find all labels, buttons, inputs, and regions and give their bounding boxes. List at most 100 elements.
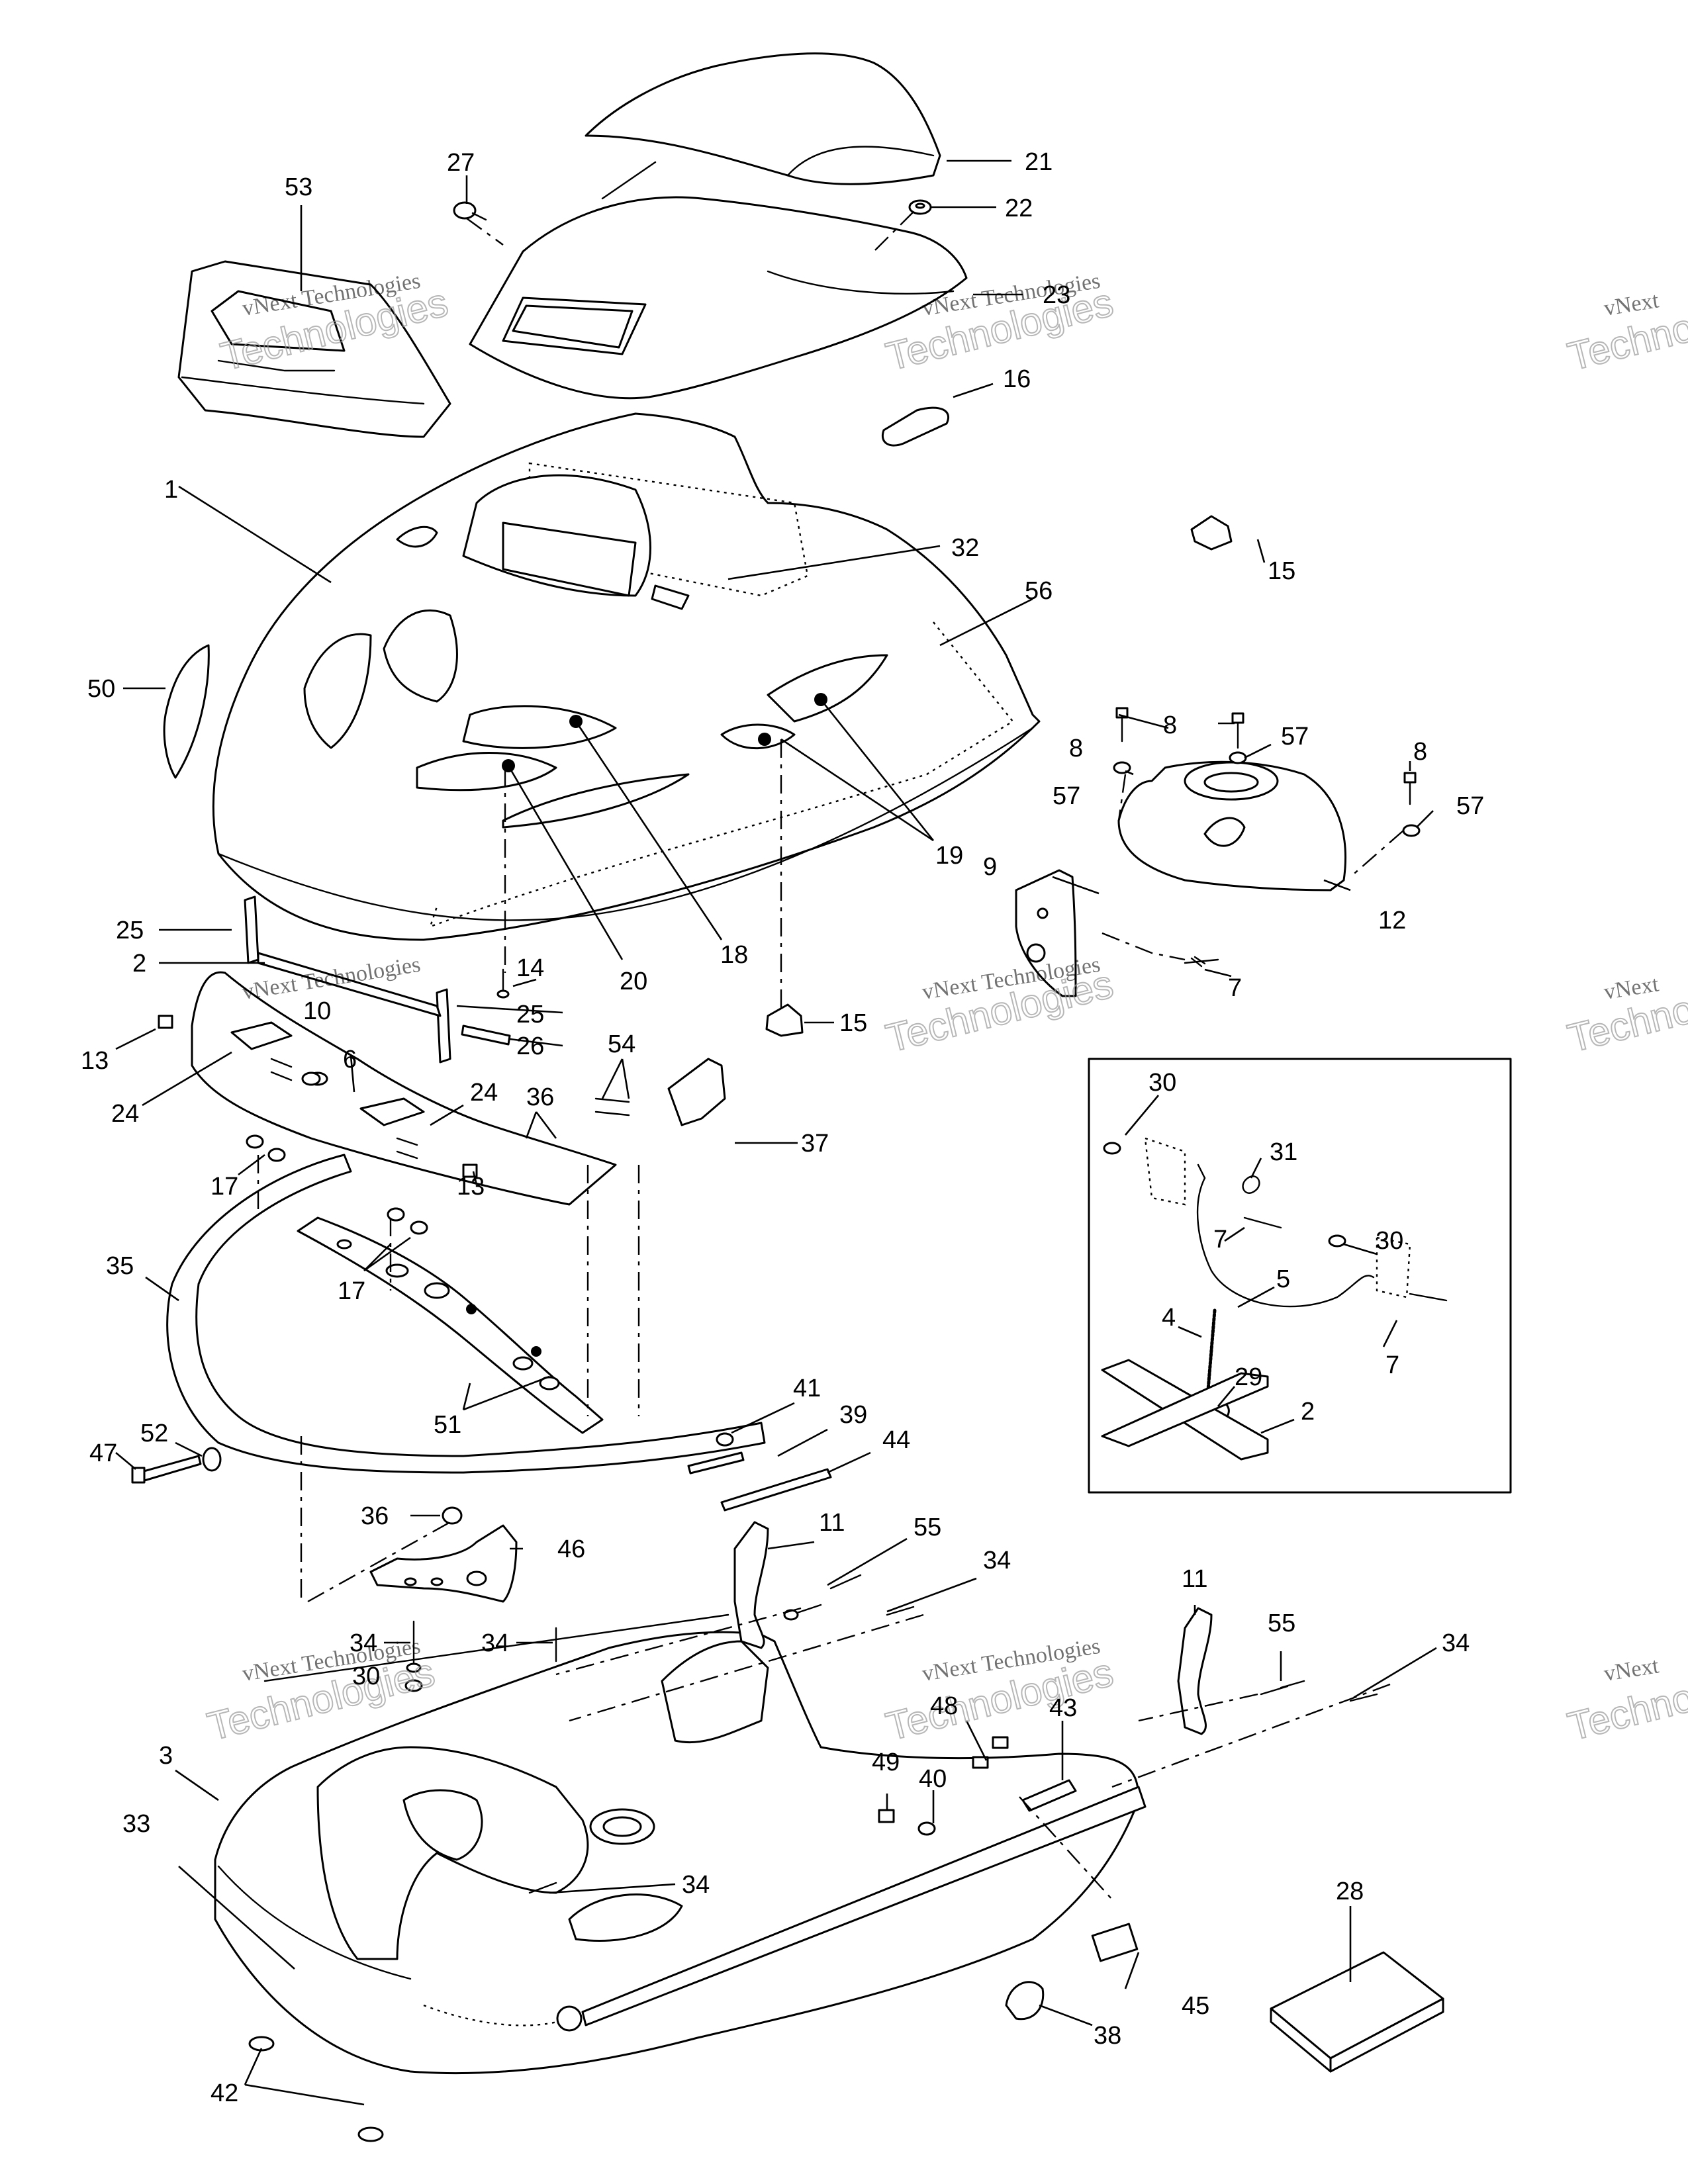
callout-49: 49: [872, 1749, 900, 1776]
callouts: 21 22 23 16 15 32 56 1 50 53 27 19 18 20…: [81, 148, 1484, 2107]
callout-13: 13: [81, 1047, 109, 1075]
callout-56: 56: [1025, 577, 1053, 605]
callout-54: 54: [608, 1030, 635, 1058]
callout-53: 53: [285, 173, 312, 201]
callout-52: 52: [140, 1420, 168, 1447]
callout-7: 7: [1385, 1351, 1399, 1379]
callout-34: 34: [1442, 1629, 1470, 1657]
part-51-reinforcement: [297, 1216, 604, 1434]
callout-3: 3: [159, 1742, 173, 1770]
part-49-bolt: [878, 1809, 895, 1823]
callout-48: 48: [930, 1692, 958, 1720]
centerlines: [257, 211, 1404, 1900]
callout-15: 15: [839, 1009, 867, 1037]
part-43-spacer: [1021, 1779, 1077, 1812]
callout-35: 35: [106, 1252, 134, 1280]
inset-box: [1088, 1058, 1512, 1494]
leader-lines: [115, 159, 1437, 2106]
part-38-plug: [1005, 1981, 1045, 2021]
callout-57: 57: [1053, 782, 1080, 810]
callout-29: 29: [1235, 1363, 1262, 1391]
callout-7: 7: [1213, 1226, 1227, 1253]
part-15-clip-upper: [1190, 515, 1233, 551]
callout-44: 44: [882, 1426, 910, 1454]
callout-25: 25: [516, 1001, 544, 1028]
part-35-bumper: [166, 1154, 766, 1474]
callout-41: 41: [793, 1375, 821, 1402]
part-45-label: [1091, 1923, 1139, 1962]
part-6-washer: [301, 1071, 321, 1086]
part-37-spacer: [667, 1058, 726, 1126]
part-54-screws: [594, 1097, 630, 1116]
part-25-brackets: [244, 895, 451, 1064]
callout-42: 42: [211, 2079, 238, 2107]
callout-47: 47: [89, 1439, 117, 1467]
callout-9: 9: [983, 853, 997, 881]
part-8-bolts: [1115, 707, 1417, 805]
part-21-seat-cover: [585, 52, 941, 185]
callout-27: 27: [447, 149, 475, 177]
part-47-bolt: [131, 1455, 202, 1484]
part-16-handle: [881, 406, 950, 447]
watermark-text: vNext: [1602, 1653, 1660, 1686]
callout-18: 18: [720, 941, 748, 969]
part-26-bolt: [461, 1024, 511, 1046]
callout-17: 17: [211, 1173, 238, 1201]
part-48-bolts: [972, 1736, 1009, 1769]
part-36-nut: [442, 1506, 463, 1525]
callout-21: 21: [1025, 148, 1053, 176]
callout-36: 36: [361, 1502, 389, 1530]
callout-25: 25: [116, 917, 144, 944]
callout-11: 11: [1182, 1565, 1207, 1593]
callout-8: 8: [1069, 735, 1083, 762]
part-28-manual: [1270, 1951, 1444, 2073]
callout-7: 7: [1228, 974, 1242, 1002]
callout-33: 33: [122, 1810, 150, 1838]
callout-57: 57: [1281, 723, 1309, 751]
callout-50: 50: [87, 675, 115, 703]
callout-55: 55: [914, 1514, 941, 1541]
callout-34: 34: [350, 1629, 377, 1657]
callout-6: 6: [343, 1046, 357, 1073]
part-42-grommets: [248, 2036, 384, 2142]
part-41-washer: [716, 1432, 734, 1447]
callout-19: 19: [935, 842, 963, 870]
part-34-rivets: [406, 1574, 1378, 1894]
callout-15: 15: [1268, 557, 1295, 585]
callout-14: 14: [516, 954, 544, 982]
part-7-rivet: [1184, 956, 1219, 968]
callout-2: 2: [132, 950, 146, 978]
callout-55: 55: [1268, 1610, 1295, 1637]
part-57-washers: [1113, 751, 1421, 837]
callout-46: 46: [557, 1535, 585, 1563]
callout-13: 13: [457, 1173, 485, 1201]
callout-30: 30: [1376, 1227, 1403, 1255]
callout-30: 30: [1149, 1069, 1176, 1097]
part-52-washer: [202, 1447, 222, 1472]
callout-5: 5: [1276, 1265, 1290, 1293]
part-1-hood: [212, 412, 1041, 941]
part-2-rod: [257, 952, 442, 1017]
part-27-push-pin: [453, 201, 487, 221]
callout-30: 30: [352, 1662, 380, 1690]
part-14-screw: [496, 968, 510, 999]
part-9-bracket: [1015, 869, 1077, 997]
callout-23: 23: [1043, 281, 1070, 309]
callout-2: 2: [1301, 1398, 1315, 1426]
part-23-seat-base: [469, 161, 968, 400]
callout-28: 28: [1336, 1878, 1364, 1905]
callout-36: 36: [526, 1083, 554, 1111]
callout-43: 43: [1049, 1694, 1077, 1722]
part-39-bolt: [687, 1451, 745, 1475]
callout-51: 51: [434, 1411, 461, 1439]
callout-17: 17: [338, 1277, 365, 1305]
part-15-clip-lower: [765, 1003, 804, 1037]
callout-10: 10: [303, 997, 331, 1025]
part-44-strip: [720, 1468, 832, 1512]
callout-34: 34: [983, 1547, 1011, 1574]
part-53-console: [177, 260, 451, 438]
part-50-side-trim: [163, 644, 210, 779]
callout-45: 45: [1182, 1992, 1209, 2020]
callout-8: 8: [1413, 738, 1427, 766]
